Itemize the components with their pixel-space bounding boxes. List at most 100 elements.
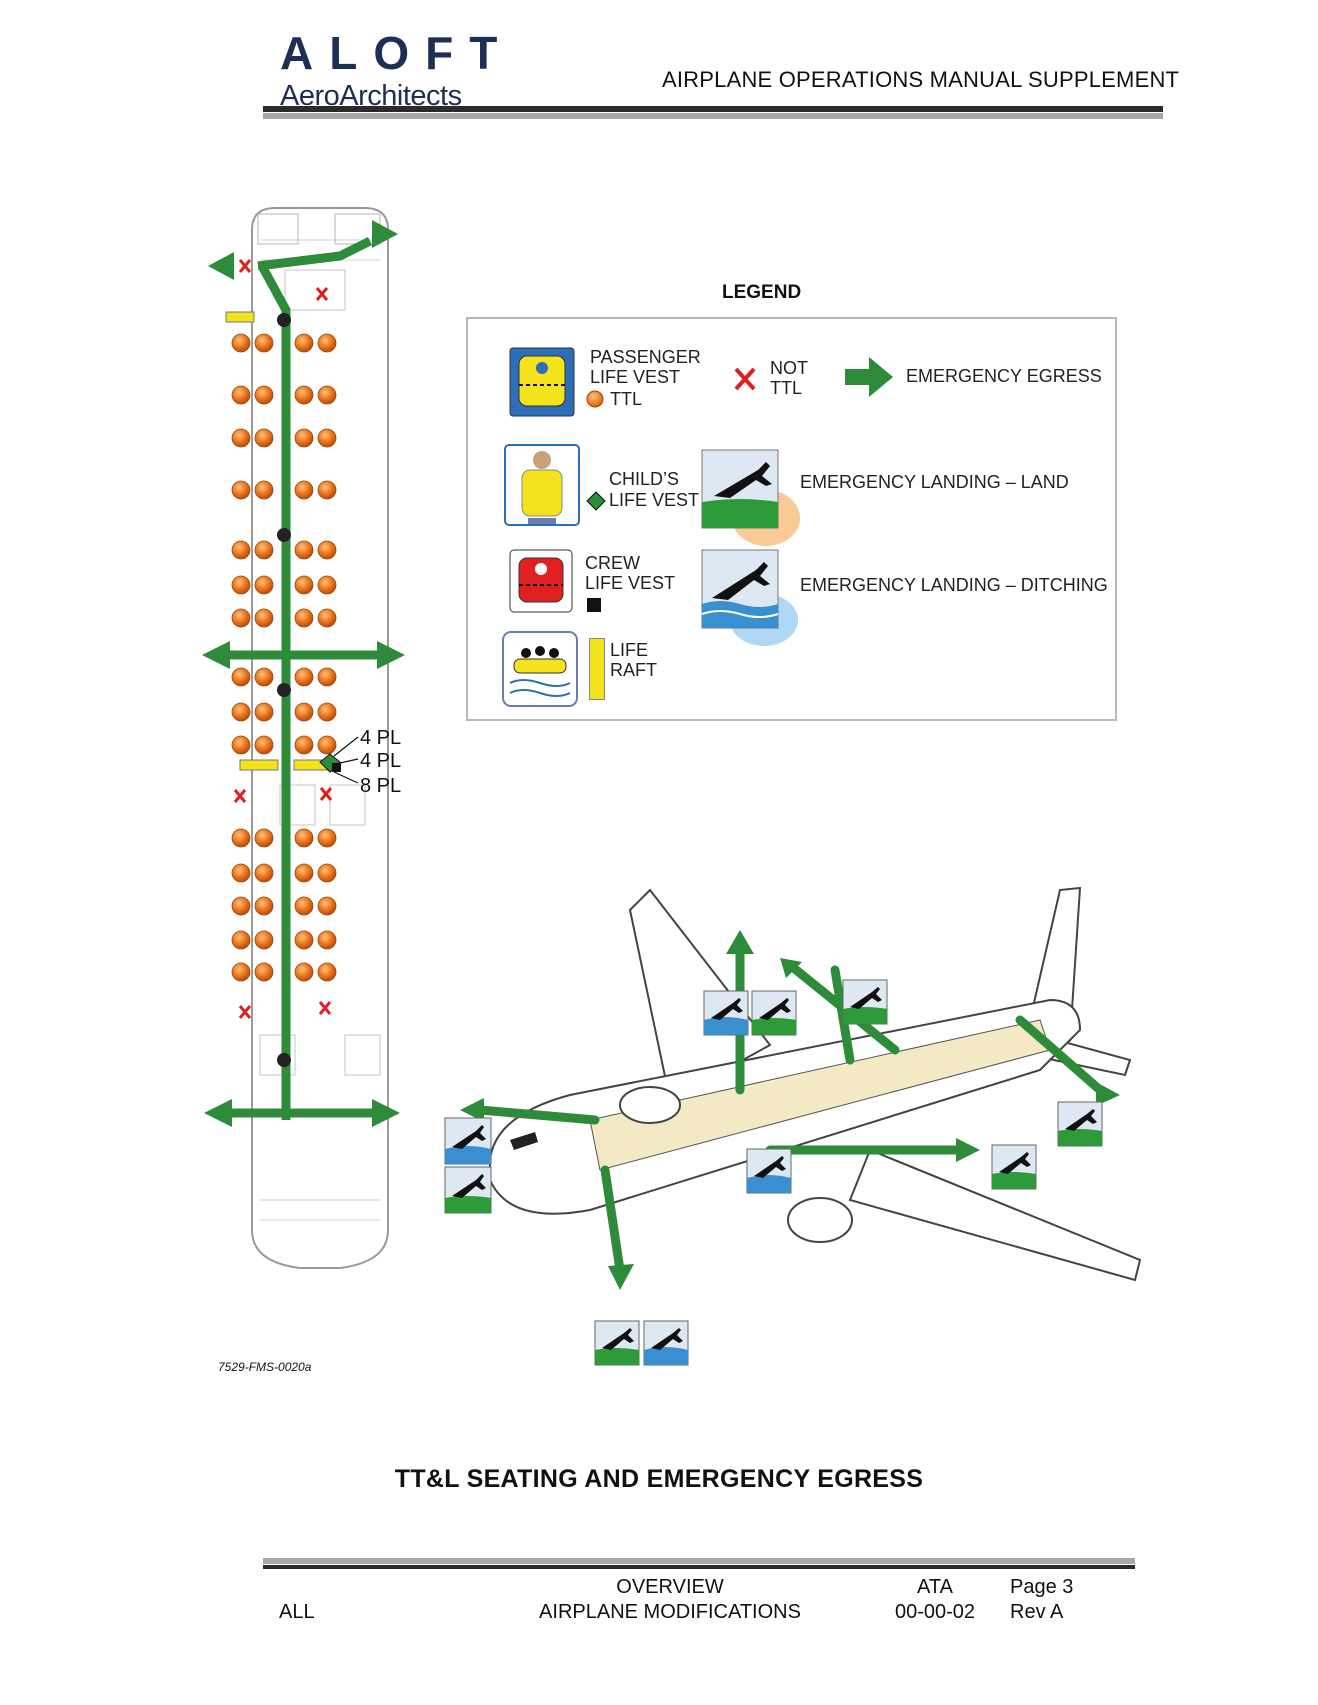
passenger-seat-vest — [254, 896, 274, 916]
passenger-seat-vest — [294, 735, 314, 755]
landing-ditching-icon-nose-upper — [444, 1117, 492, 1165]
passenger-seat-vest — [317, 735, 337, 755]
document-title: AIRPLANE OPERATIONS MANUAL SUPPLEMENT — [662, 67, 1180, 92]
header-rule — [263, 106, 1163, 112]
passenger-seat-vest — [231, 896, 251, 916]
footer-revision: Rev A — [1010, 1601, 1064, 1623]
landing-ditching-icon-fwd-right — [643, 1320, 689, 1366]
crew-vest-square-icon — [587, 598, 601, 612]
callout-crew-vest-count: 4 PL — [360, 750, 402, 772]
footer-page: Page 3 — [1010, 1576, 1074, 1598]
passenger-seat-vest — [294, 863, 314, 883]
legend-passenger-label-1: PASSENGER — [590, 347, 701, 367]
legend-child-label-1: CHILD’S — [609, 469, 680, 489]
passenger-seat-vest — [317, 333, 337, 353]
landing-ditching-icon-wing-left — [703, 990, 749, 1036]
passenger-seat-vest — [317, 667, 337, 687]
passenger-seat-vest — [294, 608, 314, 628]
legend-child-label-2: LIFE VEST — [609, 490, 700, 510]
passenger-seat-vest — [294, 962, 314, 982]
callout-child-vest-count: 4 PL — [360, 727, 402, 749]
passenger-seat-vest — [254, 735, 274, 755]
landing-land-icon-wing-right — [991, 1144, 1037, 1190]
passenger-seat-vest — [231, 385, 251, 405]
passenger-seat-vest — [294, 333, 314, 353]
passenger-seat-vest — [294, 828, 314, 848]
passenger-seat-vest — [254, 480, 274, 500]
passenger-seat-vest — [294, 575, 314, 595]
airplane-egress-illustration — [460, 886, 1142, 1290]
passenger-life-vest-icon — [509, 347, 575, 417]
passenger-seat-vest — [317, 962, 337, 982]
passenger-seat-vest — [231, 962, 251, 982]
passenger-seat-vest — [254, 930, 274, 950]
passenger-seat-vest — [317, 428, 337, 448]
figure-id: 7529-FMS-0020a — [218, 1360, 312, 1374]
passenger-seat-vest — [254, 702, 274, 722]
passenger-seat-vest — [317, 702, 337, 722]
passenger-seat-vest — [231, 428, 251, 448]
passenger-seat-vest — [294, 540, 314, 560]
life-raft-marker-icon — [589, 638, 605, 700]
not-ttl-x-icon — [734, 367, 756, 391]
landing-land-icon-nose-lower — [444, 1166, 492, 1214]
passenger-seat-vest — [317, 385, 337, 405]
legend-egress-label: EMERGENCY EGRESS — [906, 366, 1102, 386]
passenger-seat-vest — [254, 540, 274, 560]
life-raft-icon — [502, 631, 578, 707]
passenger-seat-vest — [231, 863, 251, 883]
legend-crew-label-1: CREW — [585, 553, 640, 573]
crew-life-vest-icon — [509, 549, 573, 613]
landing-land-icon-overwing — [842, 979, 888, 1025]
landing-land-icon-aft-right — [1057, 1101, 1103, 1147]
passenger-seat-vest — [254, 428, 274, 448]
passenger-seat-vest — [231, 667, 251, 687]
passenger-seat-vest — [254, 828, 274, 848]
seat-rows — [231, 333, 337, 982]
passenger-seat-vest — [231, 540, 251, 560]
passenger-seat-vest — [254, 863, 274, 883]
emergency-landing-land-icon — [701, 449, 800, 546]
landing-land-icon-fwd-right — [594, 1320, 640, 1366]
legend-box — [466, 317, 1117, 721]
logo-wordmark: ALOFT — [280, 27, 514, 79]
passenger-seat-vest — [317, 828, 337, 848]
passenger-seat-vest — [254, 333, 274, 353]
legend-passenger-label-2: LIFE VEST — [590, 367, 681, 387]
header-rule-shadow — [263, 113, 1163, 119]
legend-not-ttl-1: NOT — [770, 358, 808, 378]
child-vest-diamond-icon — [586, 491, 606, 511]
legend-raft-label-1: LIFE — [610, 640, 649, 660]
footer-chapter: AIRPLANE MODIFICATIONS — [539, 1601, 801, 1623]
seating-map — [202, 207, 405, 1269]
legend-landing-ditching-label: EMERGENCY LANDING – DITCHING — [800, 575, 1108, 595]
passenger-seat-vest — [254, 575, 274, 595]
callout-passenger-vest-count: 8 PL — [360, 775, 402, 797]
passenger-seat-vest — [294, 896, 314, 916]
emergency-landing-ditching-icon — [701, 549, 798, 646]
passenger-seat-vest — [254, 385, 274, 405]
emergency-egress-arrow-icon — [845, 357, 893, 397]
landing-ditching-icon-wing-right — [746, 1148, 792, 1194]
passenger-seat-vest — [317, 480, 337, 500]
passenger-seat-vest — [317, 930, 337, 950]
footer-ata-label: ATA — [917, 1576, 953, 1598]
footer-section: OVERVIEW — [616, 1576, 724, 1598]
passenger-seat-vest — [231, 828, 251, 848]
passenger-seat-vest — [254, 962, 274, 982]
legend-landing-land-label: EMERGENCY LANDING – LAND — [800, 472, 1069, 492]
passenger-seat-vest — [231, 333, 251, 353]
footer-effectivity: ALL — [279, 1601, 315, 1623]
passenger-seat-vest — [317, 575, 337, 595]
footer-rule — [263, 1565, 1135, 1569]
child-life-vest-icon — [504, 444, 580, 526]
footer-ata-value: 00-00-02 — [894, 1601, 976, 1623]
legend-crew-label-2: LIFE VEST — [585, 573, 676, 593]
passenger-seat-vest — [294, 930, 314, 950]
legend-raft-label-2: RAFT — [610, 660, 657, 680]
legend-title: LEGEND — [722, 282, 802, 303]
passenger-seat-vest — [231, 480, 251, 500]
passenger-seat-vest — [294, 702, 314, 722]
passenger-seat-vest — [317, 863, 337, 883]
passenger-seat-vest — [294, 480, 314, 500]
